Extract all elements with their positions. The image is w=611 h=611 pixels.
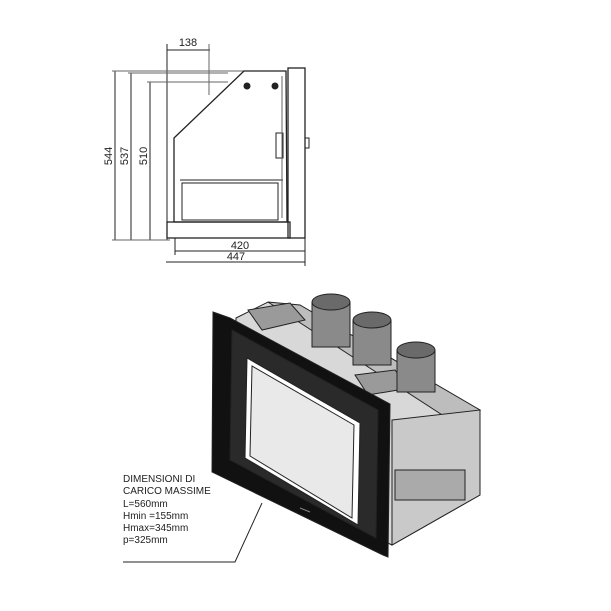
note-line: CARICO MASSIME <box>123 486 211 498</box>
dim-544: 544 <box>103 147 115 165</box>
perspective-view <box>211 293 482 558</box>
dim-537: 537 <box>119 147 131 165</box>
dim-447: 447 <box>227 251 245 263</box>
note-line: DIMENSIONI DI <box>123 474 196 485</box>
dim-138: 138 <box>179 37 197 49</box>
note-line: Hmin =155mm <box>123 510 189 522</box>
note-line: Hmax=345mm <box>123 523 189 535</box>
side-view <box>112 44 310 266</box>
note-line: p=325mm <box>123 535 168 547</box>
note-line: L=560mm <box>123 498 168 510</box>
leader-line <box>123 502 263 563</box>
load-dimensions-note: DIMENSIONI DI CARICO MASSIME L=560mm Hmi… <box>123 474 211 548</box>
dim-420: 420 <box>231 240 249 252</box>
firebox-lower <box>181 182 279 221</box>
appliance-body <box>173 70 288 223</box>
flue-pipes <box>311 293 436 393</box>
base-plate <box>166 221 291 239</box>
top-plate-left <box>247 302 306 331</box>
dim-510: 510 <box>138 147 150 165</box>
front-frame <box>287 67 306 239</box>
